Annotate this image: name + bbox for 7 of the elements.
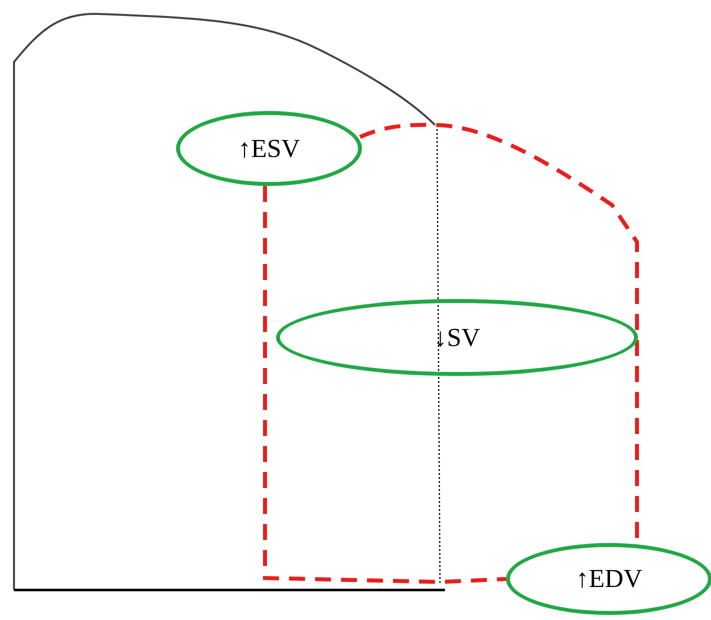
ellipse-label: ↑EDV [576, 564, 642, 594]
dashed-line [263, 186, 506, 584]
end-systolic-volume-ellipse [176, 111, 362, 186]
end-diastolic-volume-ellipse [506, 543, 711, 615]
stroke-volume-ellipse [276, 299, 638, 376]
ellipse-label: ↓SV [434, 322, 480, 352]
ellipse-label: ↑ESV [238, 134, 300, 164]
